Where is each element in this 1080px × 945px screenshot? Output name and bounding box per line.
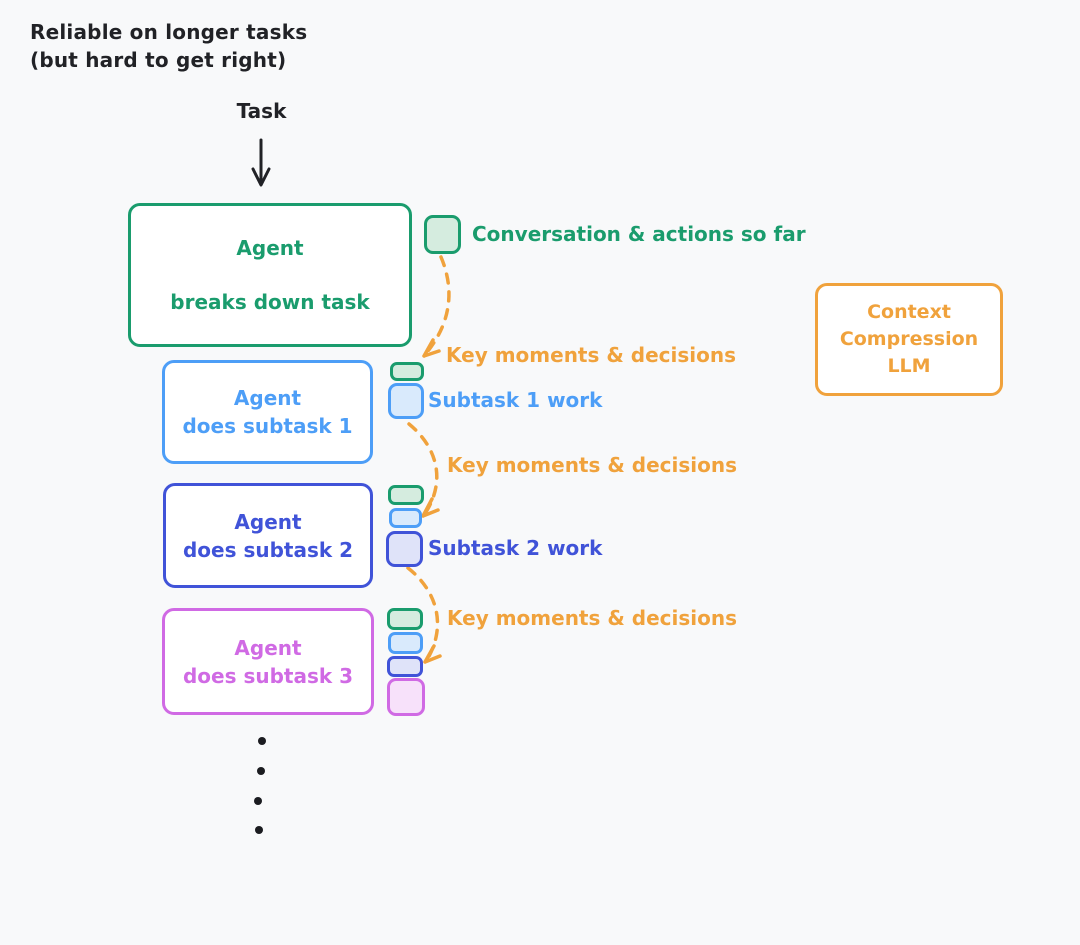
compress-arrow-2-head <box>421 497 440 518</box>
dot <box>257 767 265 775</box>
dot <box>255 826 263 834</box>
subtask2-work-token-icon <box>386 531 423 567</box>
key-moments-label-2: Key moments & decisions <box>447 453 737 477</box>
agent-subtask3-box: Agent does subtask 3 <box>162 608 374 715</box>
agent-subtask2-box: Agent does subtask 2 <box>163 483 373 588</box>
compress-arrow-1 <box>426 255 451 353</box>
key-moments-token-icon <box>390 362 424 381</box>
caption-line-1: Reliable on longer tasks <box>30 20 308 44</box>
agent-breakdown-box: Agent breaks down task <box>128 203 412 347</box>
agent-subtask3-title: Agent <box>234 635 302 660</box>
subtask1-summary-token-icon <box>389 508 422 528</box>
compress-arrow-1-head <box>422 338 441 358</box>
context-llm-line-3: LLM <box>887 355 931 377</box>
agent-breakdown-subtitle: breaks down task <box>170 290 370 314</box>
key-moments-label-1: Key moments & decisions <box>446 343 736 367</box>
agent-subtask2-title: Agent <box>234 509 302 534</box>
agent-subtask1-subtitle: does subtask 1 <box>182 414 353 438</box>
conversation-label: Conversation & actions so far <box>472 222 806 246</box>
context-llm-line-1: Context <box>867 301 951 323</box>
agent-subtask2-subtitle: does subtask 2 <box>182 537 354 562</box>
subtask2-summary-token-icon <box>387 656 423 677</box>
compress-arrow-3-head <box>423 644 442 664</box>
agent-subtask1-box: Agent does subtask 1 <box>162 360 373 464</box>
caption: Reliable on longer tasks (but hard to ge… <box>30 18 307 74</box>
context-llm-line-2: Compression <box>839 328 979 350</box>
agent-breakdown-title: Agent <box>236 236 304 260</box>
task-label: Task <box>236 99 287 123</box>
conversation-token-icon <box>424 215 461 254</box>
context-compression-llm-box: Context Compression LLM <box>815 283 1003 396</box>
key-moments-token-icon <box>387 608 423 630</box>
caption-line-2: (but hard to get right) <box>30 48 287 72</box>
key-moments-token-icon <box>388 485 424 505</box>
task-arrow <box>251 138 271 187</box>
dot <box>254 797 262 805</box>
subtask2-work-label: Subtask 2 work <box>428 536 603 560</box>
subtask1-work-label: Subtask 1 work <box>428 388 603 412</box>
dot <box>258 737 266 745</box>
key-moments-label-3: Key moments & decisions <box>447 606 737 630</box>
subtask1-work-token-icon <box>388 383 424 419</box>
agent-subtask3-subtitle: does subtask 3 <box>182 663 354 688</box>
agent-subtask1-title: Agent <box>233 386 302 410</box>
subtask3-work-token-icon <box>387 678 425 716</box>
subtask1-summary-token-icon <box>388 632 423 654</box>
